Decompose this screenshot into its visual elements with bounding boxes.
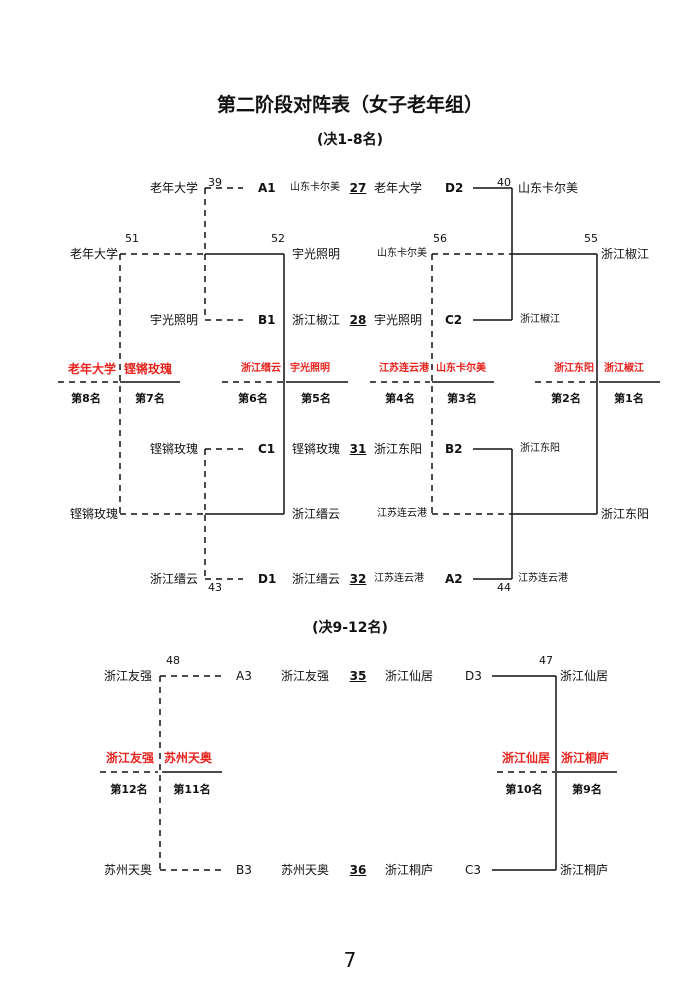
rank-label: 第2名 — [551, 392, 581, 405]
match-number-48: 48 — [166, 654, 180, 667]
rank-label: 第1名 — [614, 392, 644, 405]
team-label: 浙江东阳 — [374, 442, 423, 456]
slot-label-c2: C2 — [445, 313, 463, 327]
team-label: 老年大学 — [69, 247, 118, 261]
team-label: 山东卡尔美 — [290, 182, 340, 193]
team-label: 浙江桐庐 — [385, 863, 434, 877]
rank-label: 第9名 — [572, 783, 602, 796]
team-label: 老年大学 — [149, 181, 198, 195]
result-place-6: 浙江缙云 — [241, 363, 281, 374]
slot-label-a3: A3 — [236, 669, 252, 683]
rank-label: 第6名 — [238, 392, 268, 405]
match-number-47: 47 — [539, 654, 553, 667]
team-label: 浙江友强 — [281, 669, 330, 683]
team-label: 浙江缙云 — [292, 572, 341, 586]
rank-label: 第4名 — [385, 392, 415, 405]
rank-label: 第3名 — [447, 392, 477, 405]
slot-label-b1: B1 — [258, 313, 276, 327]
result-place-9: 浙江桐庐 — [561, 751, 610, 765]
team-label: 苏州天奥 — [103, 863, 152, 877]
match-number-44: 44 — [497, 581, 511, 594]
result-place-2: 浙江东阳 — [554, 363, 594, 374]
result-place-8: 老年大学 — [67, 362, 116, 376]
slot-label-a2: A2 — [445, 572, 463, 586]
team-label: 浙江东阳 — [520, 443, 560, 454]
slot-label-b3: B3 — [236, 863, 252, 877]
result-place-5: 宇光照明 — [290, 363, 330, 374]
result-place-10: 浙江仙居 — [501, 751, 550, 765]
team-label: 浙江椒江 — [292, 313, 341, 327]
team-label: 老年大学 — [374, 181, 423, 195]
team-label: 江苏连云港 — [377, 508, 427, 519]
result-place-12: 浙江友强 — [105, 751, 154, 765]
team-label: 铿锵玫瑰 — [69, 507, 118, 521]
result-place-11: 苏州天奥 — [164, 751, 213, 765]
slot-label-a1: A1 — [258, 181, 276, 195]
slot-label-b2: B2 — [445, 442, 463, 456]
team-label: 浙江缙云 — [149, 572, 198, 586]
rank-label: 第7名 — [135, 392, 165, 405]
team-label: 浙江椒江 — [520, 314, 560, 325]
team-label: 宇光照明 — [374, 313, 423, 327]
page-title: 第二阶段对阵表（女子老年组） — [216, 94, 484, 116]
game-number-28: 28 — [349, 313, 367, 327]
game-number-31: 31 — [349, 442, 367, 456]
team-label: 江苏连云港 — [374, 573, 424, 584]
slot-label-c1: C1 — [258, 442, 276, 456]
match-number-52: 52 — [271, 232, 285, 245]
team-label: 浙江椒江 — [601, 247, 650, 261]
rank-label: 第12名 — [110, 783, 148, 796]
game-number-36: 36 — [349, 863, 367, 877]
result-place-3: 山东卡尔美 — [436, 363, 486, 374]
team-label: 浙江桐庐 — [560, 863, 609, 877]
section-label-9-12: (决9-12名) — [312, 620, 388, 636]
team-label: 宇光照明 — [149, 313, 198, 327]
match-number-43: 43 — [208, 581, 222, 594]
game-number-27: 27 — [349, 181, 367, 195]
team-label: 宇光照明 — [292, 247, 341, 261]
team-label: 浙江友强 — [103, 669, 152, 683]
game-number-32: 32 — [349, 572, 367, 586]
team-label: 浙江仙居 — [385, 669, 434, 683]
slot-label-d1: D1 — [258, 572, 277, 586]
slot-label-d3: D3 — [465, 669, 482, 683]
result-place-1: 浙江椒江 — [604, 363, 644, 374]
rank-label: 第11名 — [173, 783, 211, 796]
match-number-39: 39 — [208, 176, 222, 189]
team-label: 浙江东阳 — [601, 507, 650, 521]
match-number-51: 51 — [125, 232, 139, 245]
match-number-55: 55 — [584, 232, 598, 245]
result-place-4: 江苏连云港 — [379, 363, 429, 374]
slot-label-d2: D2 — [445, 181, 464, 195]
result-place-7: 铿锵玫瑰 — [124, 362, 173, 376]
team-label: 铿锵玫瑰 — [149, 442, 198, 456]
rank-label: 第8名 — [71, 392, 101, 405]
game-number-35: 35 — [349, 669, 367, 683]
section-label-1-8: (决1-8名) — [316, 132, 384, 148]
rank-label: 第5名 — [301, 392, 331, 405]
page-number: 7 — [343, 948, 357, 972]
team-label: 浙江缙云 — [292, 507, 341, 521]
team-label: 山东卡尔美 — [518, 181, 579, 195]
slot-label-c3: C3 — [465, 863, 482, 877]
match-number-56: 56 — [433, 232, 447, 245]
team-label: 山东卡尔美 — [377, 248, 427, 259]
team-label: 铿锵玫瑰 — [292, 442, 341, 456]
team-label: 浙江仙居 — [560, 669, 609, 683]
match-number-40: 40 — [497, 176, 511, 189]
team-label: 江苏连云港 — [518, 573, 568, 584]
rank-label: 第10名 — [505, 783, 543, 796]
team-label: 苏州天奥 — [281, 863, 330, 877]
